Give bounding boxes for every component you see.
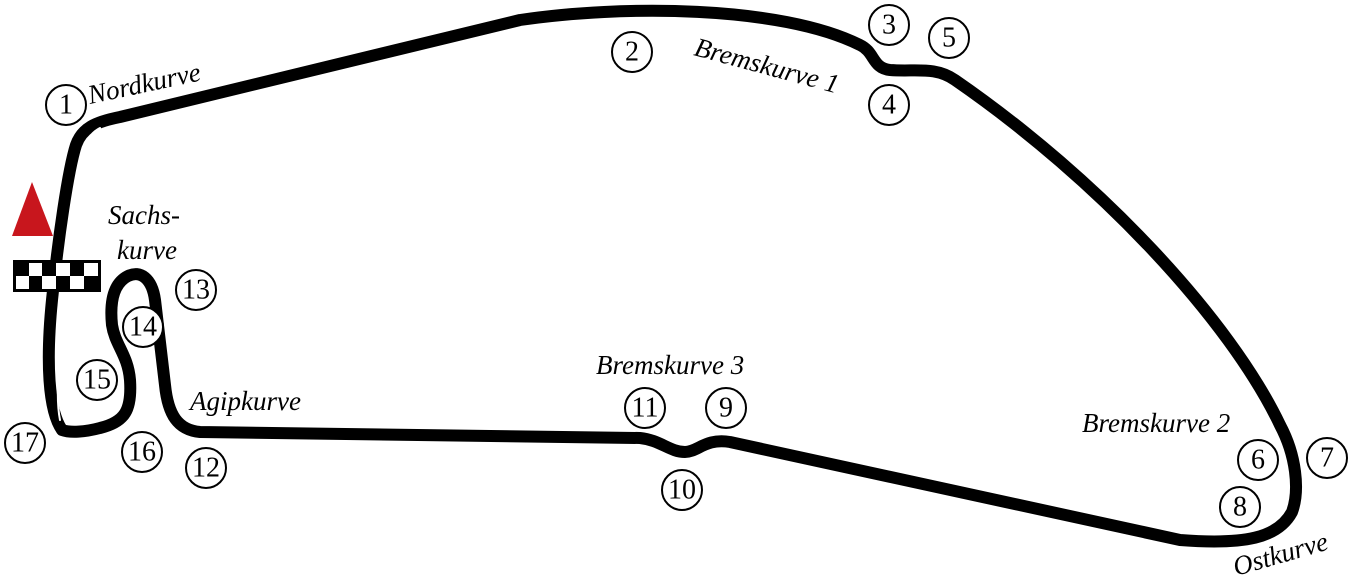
corner-label-bremskurve-2: Bremskurve 2 [1082,408,1230,438]
turn-marker-9: 9 [705,387,747,429]
svg-text:7: 7 [1320,443,1334,474]
turn-marker-7: 7 [1306,437,1348,479]
turn-marker-10: 10 [661,469,703,511]
track-outline [42,4,1302,548]
svg-text:3: 3 [882,10,896,41]
turn-marker-14: 14 [122,306,164,348]
turn-marker-16: 16 [121,431,163,473]
svg-text:1: 1 [59,90,73,121]
corner-label-bremskurve-1: Bremskurve 1 [691,32,842,99]
turn-marker-11: 11 [624,387,666,429]
turn-marker-6: 6 [1237,439,1279,481]
svg-text:14: 14 [129,312,157,343]
turn-marker-1: 1 [45,84,87,126]
svg-text:10: 10 [668,475,696,506]
svg-text:8: 8 [1233,492,1247,523]
svg-text:11: 11 [632,393,659,424]
svg-text:12: 12 [192,453,220,484]
svg-text:17: 17 [11,428,39,459]
svg-text:16: 16 [128,437,156,468]
svg-text:15: 15 [83,365,111,396]
svg-text:4: 4 [882,90,896,121]
corner-label-sachskurve-line1: Sachs- [108,200,180,230]
svg-text:13: 13 [182,275,210,306]
turn-marker-12: 12 [185,447,227,489]
svg-text:6: 6 [1251,445,1265,476]
turn-marker-4: 4 [868,84,910,126]
svg-text:9: 9 [719,393,733,424]
corner-label-sachskurve-line2: kurve [117,235,177,265]
turn-marker-5: 5 [928,17,970,59]
svg-text:2: 2 [625,37,639,68]
corner-label-bremskurve-3: Bremskurve 3 [596,350,744,380]
direction-arrow-icon [12,182,53,236]
checkered-flag-icon [13,260,101,292]
turn-marker-17: 17 [4,422,46,464]
turn-marker-8: 8 [1219,486,1261,528]
turn-marker-3: 3 [868,4,910,46]
svg-text:5: 5 [942,23,956,54]
corner-label-agipkurve: Agipkurve [188,386,301,416]
turn-marker-13: 13 [175,269,217,311]
turn-marker-15: 15 [76,359,118,401]
turn-marker-2: 2 [611,31,653,73]
